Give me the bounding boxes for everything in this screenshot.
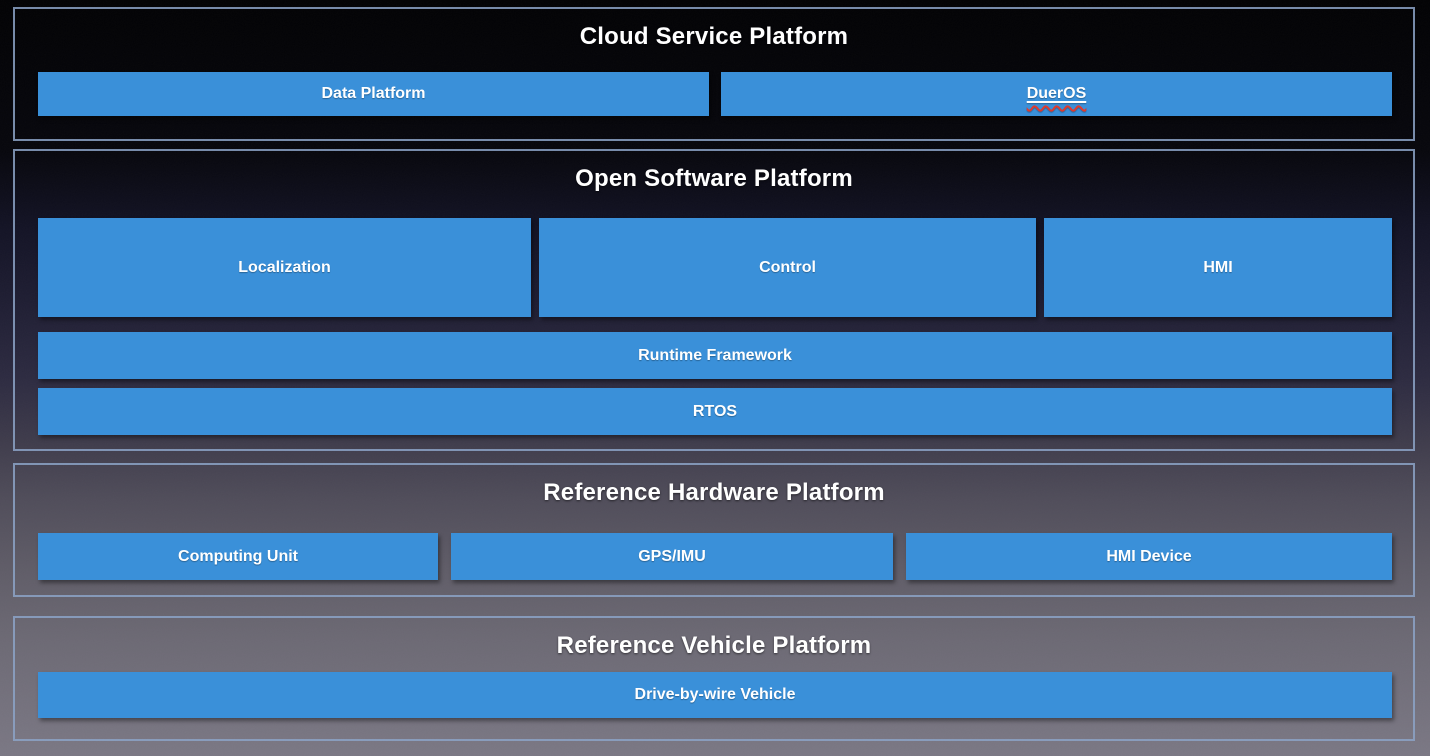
block-control: Control [539, 218, 1036, 317]
block-localization: Localization [38, 218, 531, 317]
section-title-vehicle: Reference Vehicle Platform [556, 632, 872, 659]
block-rtos: RTOS [38, 388, 1392, 435]
block-label-drive-by-wire: Drive-by-wire Vehicle [634, 686, 796, 703]
block-label-gps-imu: GPS/IMU [638, 547, 706, 565]
block-hmi: HMI [1044, 218, 1392, 317]
block-computing-unit: Computing Unit [38, 533, 438, 580]
software-modules-row: Localization Control HMI [38, 218, 1392, 317]
section-cloud-service-platform: Cloud Service Platform Data Platform Due… [13, 7, 1415, 141]
vehicle-blocks-row: Drive-by-wire Vehicle [38, 672, 1392, 718]
block-label-localization: Localization [238, 258, 331, 276]
section-title-cloud: Cloud Service Platform [579, 23, 849, 50]
block-drive-by-wire-vehicle: Drive-by-wire Vehicle [38, 672, 1392, 718]
cloud-blocks-row: Data Platform DuerOS [38, 72, 1392, 116]
block-label-dueros: DuerOS [1026, 85, 1087, 102]
section-reference-hardware-platform: Reference Hardware Platform Computing Un… [13, 463, 1415, 597]
section-open-software-platform: Open Software Platform Localization Cont… [13, 149, 1415, 451]
rtos-row: RTOS [38, 388, 1392, 435]
section-reference-vehicle-platform: Reference Vehicle Platform Drive-by-wire… [13, 616, 1415, 741]
block-gps-imu: GPS/IMU [451, 533, 893, 580]
block-data-platform: Data Platform [38, 72, 709, 116]
hardware-blocks-row: Computing Unit GPS/IMU HMI Device [38, 533, 1392, 580]
block-hmi-device: HMI Device [906, 533, 1392, 580]
block-label-rtos: RTOS [692, 402, 738, 420]
block-label-computing-unit: Computing Unit [178, 547, 298, 565]
section-title-hardware: Reference Hardware Platform [543, 479, 885, 506]
block-label-control: Control [759, 258, 816, 276]
runtime-framework-row: Runtime Framework [38, 332, 1392, 379]
block-runtime-framework: Runtime Framework [38, 332, 1392, 379]
dueros-link[interactable]: DuerOS [1027, 85, 1087, 103]
block-label-hmi: HMI [1203, 258, 1233, 276]
block-dueros: DuerOS [721, 72, 1392, 116]
block-label-runtime-framework: Runtime Framework [638, 346, 792, 364]
block-label-data-platform: Data Platform [321, 85, 426, 102]
section-title-software: Open Software Platform [575, 165, 853, 192]
block-label-hmi-device: HMI Device [1106, 547, 1192, 565]
